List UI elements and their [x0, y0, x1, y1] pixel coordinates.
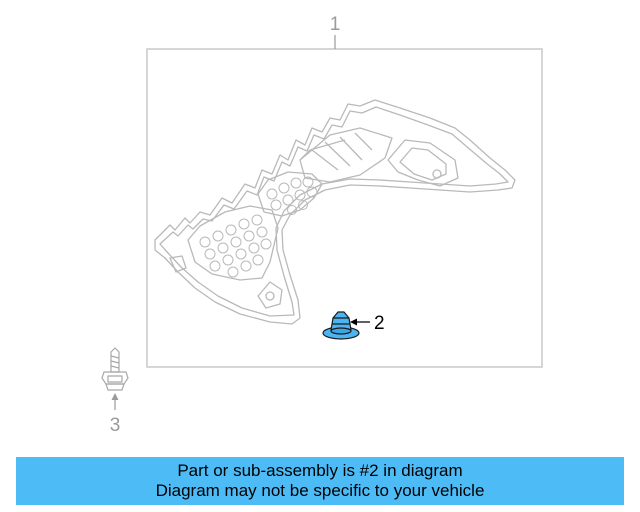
engine-splash-shield[interactable] — [154, 99, 516, 325]
callout-3-number[interactable]: 3 — [110, 415, 121, 436]
info-banner: Part or sub-assembly is #2 in diagram Di… — [16, 457, 624, 505]
left-vent-holes — [199, 214, 272, 278]
bolt-part-3[interactable] — [101, 347, 129, 391]
banner-line-1: Part or sub-assembly is #2 in diagram — [177, 461, 463, 480]
retainer-clip-part-2[interactable] — [322, 311, 360, 340]
mid-vent-holes — [266, 176, 318, 215]
assembly-frame — [146, 48, 543, 368]
callout-2-number[interactable]: 2 — [374, 313, 385, 334]
banner-line-2: Diagram may not be specific to your vehi… — [155, 481, 485, 500]
callout-3-arrowhead — [111, 393, 119, 400]
callout-2-arrowhead — [350, 318, 357, 326]
callout-1-number[interactable]: 1 — [330, 14, 341, 35]
